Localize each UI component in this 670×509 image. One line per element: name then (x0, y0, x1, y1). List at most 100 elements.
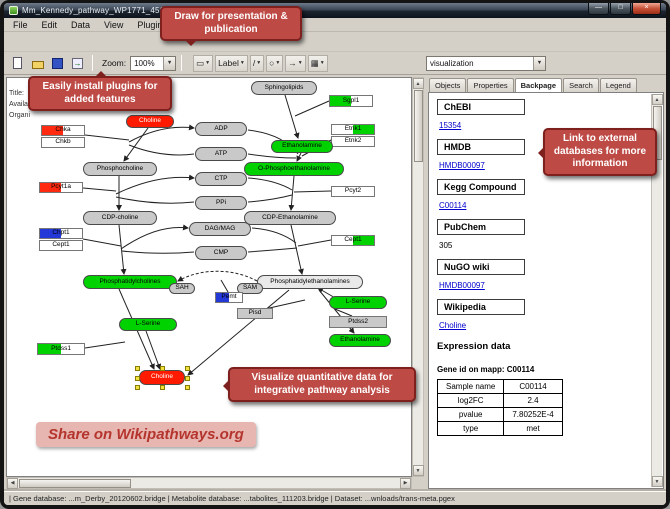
shape-tool-button[interactable]: ○▼ (266, 54, 284, 72)
new-file-button[interactable] (8, 54, 27, 72)
pathway-node-ethanolamine-right[interactable]: Ethanolamine (329, 334, 391, 347)
backpage-link[interactable]: HMDB00097 (439, 281, 485, 290)
scroll-right-icon[interactable]: ▶ (400, 477, 411, 489)
chevron-down-icon: ▼ (205, 60, 211, 66)
menu-data[interactable]: Data (71, 19, 91, 30)
menu-edit[interactable]: Edit (41, 19, 58, 30)
pathway-node-chkb[interactable]: Chkb (41, 137, 85, 148)
pathway-node-l-serine-right[interactable]: L-Serine (329, 296, 387, 309)
scrollbar-thumb[interactable] (19, 478, 131, 488)
export-file-button[interactable]: → (68, 54, 87, 72)
save-file-button[interactable] (48, 54, 67, 72)
pathway-node-choline-selected[interactable]: Choline (135, 366, 190, 390)
backpage-link[interactable]: Choline (439, 321, 467, 330)
zoom-combobox[interactable]: 100% ▼ (130, 55, 177, 71)
pathway-node-sah[interactable]: SAH (169, 283, 195, 294)
pathway-node-ethanolamine[interactable]: Ethanolamine (271, 140, 333, 153)
tool-group: ▭▼Label▼/▼○▼→▼▦▼ (193, 54, 328, 72)
pathway-node-sphingolipids[interactable]: Sphingolipids (251, 81, 317, 95)
menu-plugins[interactable]: Plugins (137, 19, 167, 30)
scroll-down-icon[interactable]: ▼ (412, 465, 424, 476)
chevron-down-icon: ▼ (275, 60, 281, 66)
pathway-node-cept1-right[interactable]: Cept1 (331, 235, 375, 246)
info-line: Title: (9, 90, 24, 97)
pathway-node-etnk2[interactable]: Etnk2 (331, 136, 375, 147)
pathway-node-ctp[interactable]: CTP (195, 172, 247, 186)
menu-file[interactable]: File (13, 19, 28, 30)
template-tool-button[interactable]: ▦▼ (307, 54, 328, 72)
minimize-button[interactable]: — (588, 3, 609, 15)
menu-view[interactable]: View (104, 19, 124, 30)
backpage-link[interactable]: HMDB00097 (439, 161, 485, 170)
visualization-combobox[interactable]: visualization ▼ (426, 55, 546, 71)
pathway-node-choline[interactable]: Choline (126, 115, 174, 128)
tab-search[interactable]: Search (563, 78, 599, 92)
visualization-value: visualization (430, 58, 474, 68)
pathway-node-phosphatidylethanolamines[interactable]: Phosphatidylethanolamines (257, 275, 363, 289)
app-icon (9, 6, 18, 15)
pathway-node-sam[interactable]: SAM (237, 283, 263, 294)
canvas-horizontal-scrollbar[interactable]: ◀ ▶ (6, 477, 412, 489)
pathway-node-l-serine-left[interactable]: L-Serine (119, 318, 177, 331)
callout-install-plugins: Easily install plugins for added feature… (28, 71, 172, 111)
scroll-up-icon[interactable]: ▲ (651, 94, 663, 105)
chevron-down-icon[interactable]: ▼ (533, 56, 545, 70)
label-tool-button[interactable]: Label▼ (215, 54, 248, 72)
window-controls: — □ × (588, 3, 661, 15)
pathway-node-chpt1[interactable]: Chpt1 (39, 228, 83, 239)
backpage-section-nugo-wiki: NuGO wiki (437, 259, 525, 275)
pathway-node-pcyt1a[interactable]: Pcyt1a (39, 182, 83, 193)
line-tool-button[interactable]: /▼ (249, 54, 265, 72)
tab-objects[interactable]: Objects (429, 78, 467, 92)
scrollbar-thumb[interactable] (413, 90, 423, 162)
pathway-node-ppi[interactable]: PPi (195, 196, 247, 210)
tab-backpage[interactable]: Backpage (514, 78, 563, 92)
pathway-node-pcyt2[interactable]: Pcyt2 (331, 186, 375, 197)
pathway-node-o-phosphoethanolamine[interactable]: O-Phosphoethanolamine (244, 162, 344, 176)
pathway-node-pemt[interactable]: Pemt (215, 292, 243, 303)
pathway-node-phosphocholine[interactable]: Phosphocholine (83, 162, 157, 176)
backpage-link[interactable]: 15354 (439, 121, 462, 130)
tab-legend[interactable]: Legend (599, 78, 637, 92)
pathway-node-pisd[interactable]: Pisd (237, 308, 273, 319)
pathway-node-cmp[interactable]: CMP (195, 246, 247, 260)
label-tool-button-icon: Label (218, 57, 239, 68)
pathway-node-atp[interactable]: ATP (195, 147, 247, 161)
pathway-node-cdp-choline[interactable]: CDP-choline (83, 211, 157, 225)
pathway-node-cdp-ethanolamine[interactable]: CDP-Ethanolamine (244, 211, 336, 225)
maximize-button[interactable]: □ (610, 3, 631, 15)
close-button[interactable]: × (632, 3, 661, 15)
selection-handle (160, 366, 165, 371)
datanode-tool-button[interactable]: ▭▼ (193, 54, 214, 72)
pathway-node-dag-mag[interactable]: DAG/MAG (189, 222, 251, 236)
pathway-node-adp[interactable]: ADP (195, 122, 247, 136)
scroll-up-icon[interactable]: ▲ (412, 78, 424, 89)
selection-handle (185, 385, 190, 390)
selection-handle (160, 385, 165, 390)
canvas-vertical-scrollbar[interactable]: ▲ ▼ (412, 77, 424, 477)
pathway-node-etnk1[interactable]: Etnk1 (331, 124, 375, 135)
pathway-node-ptdss1[interactable]: Ptdss1 (37, 343, 85, 355)
export-file-icon: → (72, 57, 83, 69)
info-line: Availa (9, 101, 28, 108)
backpage-link[interactable]: C00114 (439, 201, 467, 210)
chevron-down-icon: ▼ (239, 60, 245, 66)
backpage-section-kegg-compound: Kegg Compound (437, 179, 525, 195)
pathway-node-chka[interactable]: Chka (41, 125, 85, 136)
arrow-tool-button[interactable]: →▼ (285, 54, 306, 72)
pathway-node-cept1-left[interactable]: Cept1 (39, 240, 83, 251)
callout-external-databases: Link to external databases for more info… (538, 128, 657, 176)
pathway-node-phosphatidylcholines[interactable]: Phosphatidylcholines (83, 275, 177, 289)
chevron-down-icon[interactable]: ▼ (163, 56, 176, 70)
pathway-node-sgpl1[interactable]: Sgpl1 (329, 95, 373, 107)
scroll-down-icon[interactable]: ▼ (651, 476, 663, 487)
backpage-section-hmdb: HMDB (437, 139, 525, 155)
scroll-left-icon[interactable]: ◀ (7, 477, 18, 489)
open-file-button[interactable] (28, 54, 47, 72)
pathway-node-ptdss2[interactable]: Ptdss2 (329, 316, 387, 328)
tab-properties[interactable]: Properties (467, 78, 514, 92)
